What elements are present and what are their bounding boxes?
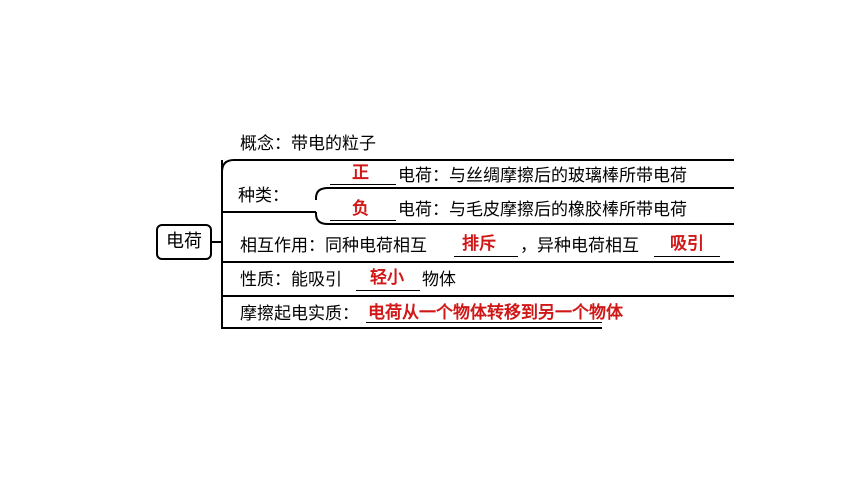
interaction-prefix: 相互作用：同种电荷相互 [240,236,427,256]
concept-line [221,159,734,173]
types-sub-bracket [315,187,734,200]
property-prefix: 性质：能吸引 [240,270,342,290]
property-answer: 轻小 [370,268,404,288]
types-label: 种类： [238,186,289,206]
interaction-blank-2 [654,256,720,257]
types-sub-bracket-lower [315,212,734,225]
positive-answer: 正 [352,163,369,183]
negative-text: 电荷：与毛皮摩擦后的橡胶棒所带电荷 [398,200,687,220]
interaction-middle: ，异种电荷相互 [520,236,639,256]
essence-line [221,316,602,329]
interaction-answer-1: 排斥 [462,234,496,254]
essence-blank [366,322,602,323]
interaction-answer-2: 吸引 [670,234,704,254]
negative-answer: 负 [352,199,369,219]
interaction-blank-1 [454,256,518,257]
essence-prefix: 摩擦起电实质： [240,304,359,324]
essence-answer: 电荷从一个物体转移到另一个物体 [368,303,623,323]
property-suffix: 物体 [422,270,456,290]
positive-blank [330,184,396,185]
negative-blank [330,220,396,221]
root-node: 电荷 [156,224,212,260]
concept-text: 概念：带电的粒子 [240,134,376,154]
property-blank [356,290,420,291]
positive-text: 电荷：与丝绸摩擦后的玻璃棒所带电荷 [398,166,687,186]
